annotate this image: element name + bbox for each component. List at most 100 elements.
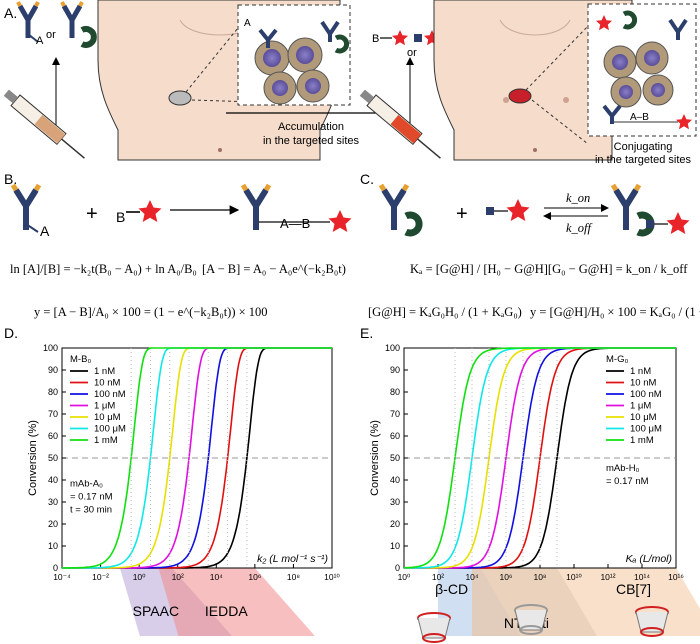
syringe-icon: [3, 89, 85, 159]
antibody-host-icon: [60, 1, 97, 48]
annotation-line: mAb-A₀: [70, 479, 103, 490]
panel-c-label: C.: [360, 171, 374, 187]
c-eq1: Kₐ = [G@H] / [H₀ − G@H][G₀ − G@H] = k_on…: [410, 262, 688, 276]
x-tick-label: 10⁸: [287, 572, 300, 582]
panel-b: B. A + B A—B ln [A]/[B] = −k₂t(B₀ − A₀) …: [4, 171, 352, 319]
x-axis-label: Kₐ (L/mol): [626, 553, 672, 565]
legend-label: 1 mM: [94, 435, 118, 446]
legend-label: 1 mM: [630, 435, 654, 446]
x-tick-label: 10¹⁴: [634, 572, 650, 582]
legend-label: 100 μM: [94, 424, 126, 435]
band-label: CB[7]: [616, 581, 651, 597]
beta-cd-icon: [417, 612, 451, 643]
c-eq3: y = [G@H]/H₀ × 100 = KₐG₀ / (1 + KₐG₀) ×…: [530, 305, 700, 319]
annotation-line: t = 30 min: [70, 505, 112, 516]
inset-tumor-2: A–B: [587, 3, 697, 137]
x-tick-label: 10⁻²: [92, 572, 109, 582]
panel-a-label: A.: [4, 5, 17, 21]
x-tick-label: 10²: [432, 572, 444, 582]
y-tick-label: 10: [48, 541, 58, 551]
x-tick-label: 10⁰: [398, 572, 411, 582]
y-tick-label: 80: [390, 387, 400, 397]
b-plus: +: [86, 203, 98, 225]
b-eq1: ln [A]/[B] = −k₂t(B₀ − A₀) + ln A₀/B₀: [10, 262, 197, 276]
cup-base: [422, 633, 446, 643]
legend-label: 100 nM: [630, 389, 662, 400]
y-tick-label: 60: [48, 431, 58, 441]
band-label: SPAAC: [133, 603, 179, 619]
y-tick-label: 70: [390, 409, 400, 419]
product-antibody-icon: [240, 183, 272, 230]
y-tick-label: 50: [390, 453, 400, 463]
y-tick-label: 30: [390, 497, 400, 507]
b-eq2: [A − B] = A₀ − A₀e^(−k₂B₀t): [202, 262, 346, 276]
x-tick-label: 10¹⁰: [566, 572, 582, 582]
label-b: B: [372, 33, 379, 45]
y-axis-label: Conversion (%): [369, 420, 381, 496]
cup-base: [519, 625, 543, 635]
tumor-red-icon: [508, 88, 532, 104]
inset-a-label: A: [244, 18, 251, 29]
series-line: [62, 347, 332, 569]
b-star-icon: [138, 200, 162, 222]
y-tick-label: 60: [390, 431, 400, 441]
annotation-line: mAb-H₀: [606, 463, 640, 474]
y-tick-label: 20: [48, 519, 58, 529]
y-tick-label: 40: [48, 475, 58, 485]
syringe-red-icon: [359, 89, 441, 159]
inset-tumor-1: A: [237, 4, 351, 106]
band-iedda: [158, 568, 315, 636]
x-tick-label: 10⁻⁴: [53, 572, 71, 582]
guest-icon: [414, 34, 422, 42]
c-eq2: [G@H] = KₐG₀H₀ / (1 + KₐG₀): [368, 305, 522, 319]
b-label-b: B: [116, 209, 125, 225]
or-text-2: or: [407, 47, 417, 59]
b-eq3: y = [A − B]/A₀ × 100 = (1 − e^(−k₂B₀t)) …: [34, 305, 268, 319]
band-label: IEDDA: [205, 603, 248, 619]
human-torso-2: [433, 0, 633, 161]
legend-label: 1 nM: [630, 366, 651, 377]
panel-c: C. + k_on k_off Kₐ = [G@H] / [H₀ − G@H][…: [360, 171, 700, 319]
y-tick-label: 100: [385, 343, 400, 353]
x-tick-label: 10¹⁶: [668, 572, 684, 582]
x-tick-label: 10⁴: [465, 572, 478, 582]
star-icon-1: [392, 30, 408, 46]
annotation-line: = 0.17 nM: [606, 476, 649, 487]
cup-base: [640, 627, 664, 637]
cup-body: [635, 611, 669, 633]
b-label-a: A: [40, 223, 50, 239]
c-kon: k_on: [566, 191, 590, 205]
y-tick-label: 50: [48, 453, 58, 463]
accumulation-line1: Accumulation: [278, 121, 344, 133]
complex-antibody-icon: [610, 183, 690, 237]
or-text-1: or: [46, 29, 56, 41]
x-axis-label: k₂ (L mol⁻¹ s⁻¹): [257, 553, 328, 565]
y-tick-label: 30: [48, 497, 58, 507]
antibody-b-icon: [10, 183, 42, 233]
y-tick-label: 80: [48, 387, 58, 397]
y-tick-label: 0: [395, 563, 400, 573]
y-tick-label: 70: [48, 409, 58, 419]
legend-label: 100 nM: [94, 389, 126, 400]
cup-body: [417, 617, 451, 639]
accumulation-line2: in the targeted sites: [263, 135, 360, 147]
y-tick-label: 40: [390, 475, 400, 485]
y-tick-label: 10: [390, 541, 400, 551]
nt-anti-icon: [514, 604, 548, 635]
x-tick-label: 10⁴: [210, 572, 223, 582]
x-tick-label: 10²: [172, 572, 184, 582]
conjugating-line2: in the targeted sites: [595, 154, 692, 166]
legend-label: 1 μM: [630, 401, 651, 412]
x-tick-label: 10¹²: [600, 572, 615, 582]
y-axis-label: Conversion (%): [27, 420, 39, 496]
cup-body: [514, 609, 548, 631]
y-tick-label: 90: [48, 365, 58, 375]
legend-label: 10 μM: [94, 412, 121, 423]
legend-label: 100 μM: [630, 424, 662, 435]
y-tick-label: 100: [43, 343, 58, 353]
legend-title: M-B₀: [70, 354, 91, 365]
x-tick-label: 10¹⁰: [324, 572, 340, 582]
